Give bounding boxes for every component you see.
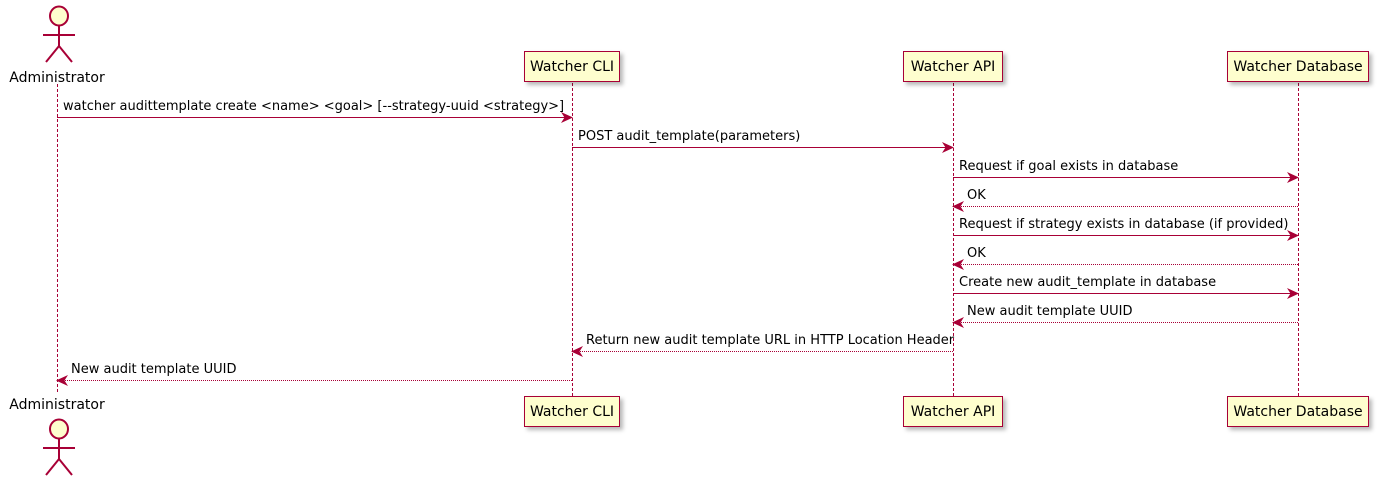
message-4-label: OK: [967, 188, 986, 203]
message-1-label: watcher audittemplate create <name> <goa…: [63, 99, 565, 114]
participant-watcher-cli-bottom[interactable]: Watcher CLI: [524, 396, 620, 427]
participant-watcher-cli-top[interactable]: Watcher CLI: [524, 51, 620, 82]
participant-watcher-cli-top-label: Watcher CLI: [529, 58, 615, 75]
lifeline-watcher-database: [1298, 83, 1299, 396]
message-3-line: [953, 177, 1298, 178]
participant-watcher-database-top[interactable]: Watcher Database: [1227, 51, 1369, 82]
message-1-line: [57, 117, 572, 118]
message-8-label: New audit template UUID: [967, 304, 1133, 319]
message-3-label: Request if goal exists in database: [959, 159, 1179, 174]
message-10-line: [57, 380, 572, 381]
message-6-line: [953, 264, 1298, 265]
message-2-label: POST audit_template(parameters): [578, 129, 801, 144]
message-5-line: [953, 235, 1298, 236]
lifeline-administrator: [57, 84, 58, 392]
participant-watcher-database-bottom-label: Watcher Database: [1233, 403, 1363, 420]
message-4-line: [953, 206, 1298, 207]
message-9-line: [572, 351, 953, 352]
actor-administrator-bottom-icon: [31, 415, 83, 477]
message-7-line: [953, 293, 1298, 294]
participant-watcher-database-bottom[interactable]: Watcher Database: [1227, 396, 1369, 427]
participant-watcher-api-bottom[interactable]: Watcher API: [903, 396, 1003, 427]
message-7-label: Create new audit_template in database: [959, 275, 1217, 290]
message-9-label: Return new audit template URL in HTTP Lo…: [586, 333, 955, 348]
message-8-line: [953, 322, 1298, 323]
actor-administrator-top-icon: [31, 2, 83, 64]
lifeline-watcher-cli: [572, 83, 573, 396]
participant-watcher-api-top[interactable]: Watcher API: [903, 51, 1003, 82]
message-10-label: New audit template UUID: [71, 362, 237, 377]
participant-watcher-cli-bottom-label: Watcher CLI: [529, 403, 615, 420]
message-2-line: [572, 147, 953, 148]
message-5-label: Request if strategy exists in database (…: [959, 217, 1289, 232]
actor-administrator-top-label: Administrator: [9, 70, 105, 86]
message-6-label: OK: [967, 246, 986, 261]
actor-administrator-bottom-label: Administrator: [9, 397, 105, 413]
lifeline-watcher-api: [953, 83, 954, 396]
participant-watcher-database-top-label: Watcher Database: [1233, 58, 1363, 75]
participant-watcher-api-top-label: Watcher API: [910, 58, 996, 75]
participant-watcher-api-bottom-label: Watcher API: [910, 403, 996, 420]
